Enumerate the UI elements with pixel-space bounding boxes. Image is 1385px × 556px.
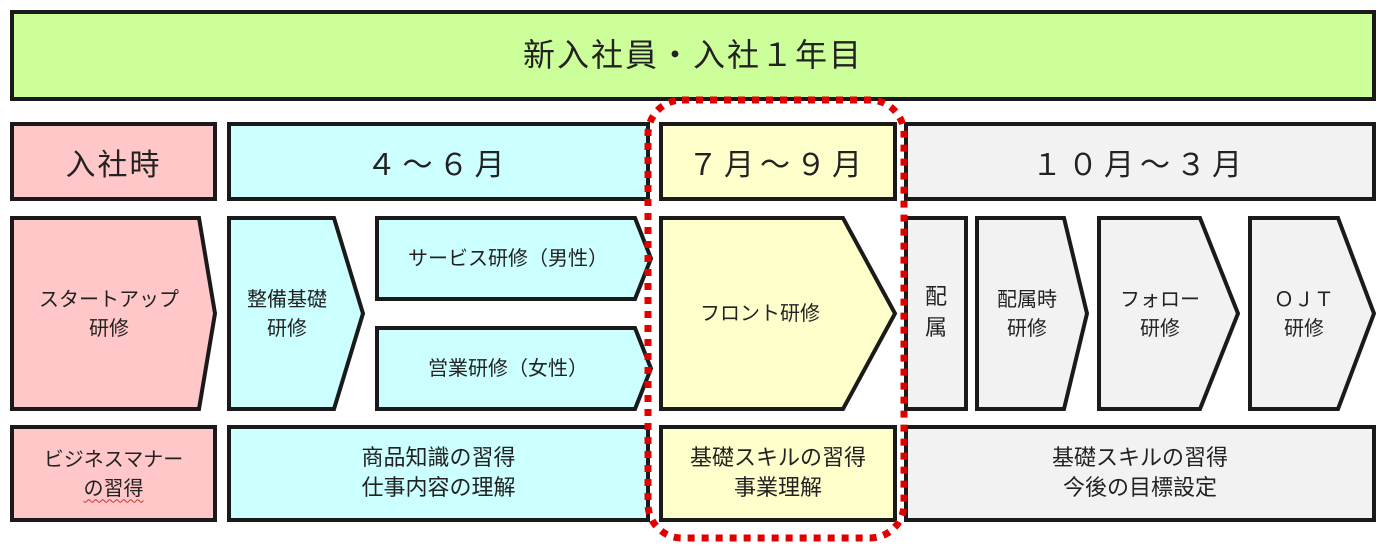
program-service-male-label: サービス研修（男性） <box>408 246 608 270</box>
program-maintenance: 整備基礎 研修 <box>227 216 366 411</box>
program-service-male-shape <box>375 216 654 301</box>
period-jul-sep-label: ７月～９月 <box>688 147 868 183</box>
program-front-label: フロント研修 <box>700 301 820 325</box>
goal-jul-sep: 基礎スキルの習得 事業理解 <box>659 425 897 522</box>
goal-jul-sep-label: 基礎スキルの習得 事業理解 <box>689 445 866 501</box>
program-front-shape <box>659 216 898 411</box>
program-front: フロント研修 <box>659 216 898 411</box>
program-ojt-label: ＯＪＴ 研修 <box>1274 286 1334 340</box>
goal-joining-line2: の習得 <box>83 475 144 500</box>
program-follow-up: フォロー 研修 <box>1097 216 1241 411</box>
goal-oct-mar: 基礎スキルの習得 今後の目標設定 <box>904 425 1376 522</box>
program-sales-female-shape <box>375 326 654 411</box>
program-sales-female-label: 営業研修（女性） <box>428 356 588 380</box>
goal-joining-line1: ビジネスマナー <box>43 446 184 471</box>
jul-sep-highlight-outline <box>644 96 908 542</box>
period-joining: 入社時 <box>10 122 217 201</box>
program-startup: スタートアップ 研修 <box>10 216 218 411</box>
program-maintenance-shape <box>227 216 366 411</box>
period-oct-mar: １０月～３月 <box>904 122 1376 201</box>
program-startup-label: スタートアップ 研修 <box>39 286 179 340</box>
program-ojt-shape <box>1248 216 1377 411</box>
program-service-male: サービス研修（男性） <box>375 216 654 301</box>
program-assignment-time-shape <box>975 216 1090 411</box>
program-assignment-label: 配 属 <box>924 284 947 341</box>
period-joining-label: 入社時 <box>65 147 162 183</box>
program-follow-up-shape <box>1097 216 1241 411</box>
program-assignment-time-label: 配属時 研修 <box>997 286 1057 340</box>
program-startup-shape <box>10 216 218 411</box>
header-title: 新入社員・入社１年目 <box>522 35 863 74</box>
goal-apr-jun: 商品知識の習得 仕事内容の理解 <box>227 425 650 522</box>
period-oct-mar-label: １０月～３月 <box>1032 147 1248 183</box>
program-assignment-time: 配属時 研修 <box>975 216 1090 411</box>
program-follow-up-label: フォロー 研修 <box>1120 286 1200 340</box>
period-apr-jun-label: ４～６月 <box>366 147 511 183</box>
period-jul-sep: ７月～９月 <box>659 122 897 201</box>
header-banner: 新入社員・入社１年目 <box>10 10 1376 101</box>
program-assignment: 配 属 <box>904 216 968 411</box>
goal-joining: ビジネスマナー の習得 <box>10 425 217 522</box>
program-sales-female: 営業研修（女性） <box>375 326 654 411</box>
program-ojt: ＯＪＴ 研修 <box>1248 216 1377 411</box>
goal-apr-jun-label: 商品知識の習得 仕事内容の理解 <box>361 445 516 501</box>
goal-oct-mar-label: 基礎スキルの習得 今後の目標設定 <box>1051 445 1228 501</box>
period-apr-jun: ４～６月 <box>227 122 650 201</box>
program-maintenance-label: 整備基礎 研修 <box>247 286 327 340</box>
